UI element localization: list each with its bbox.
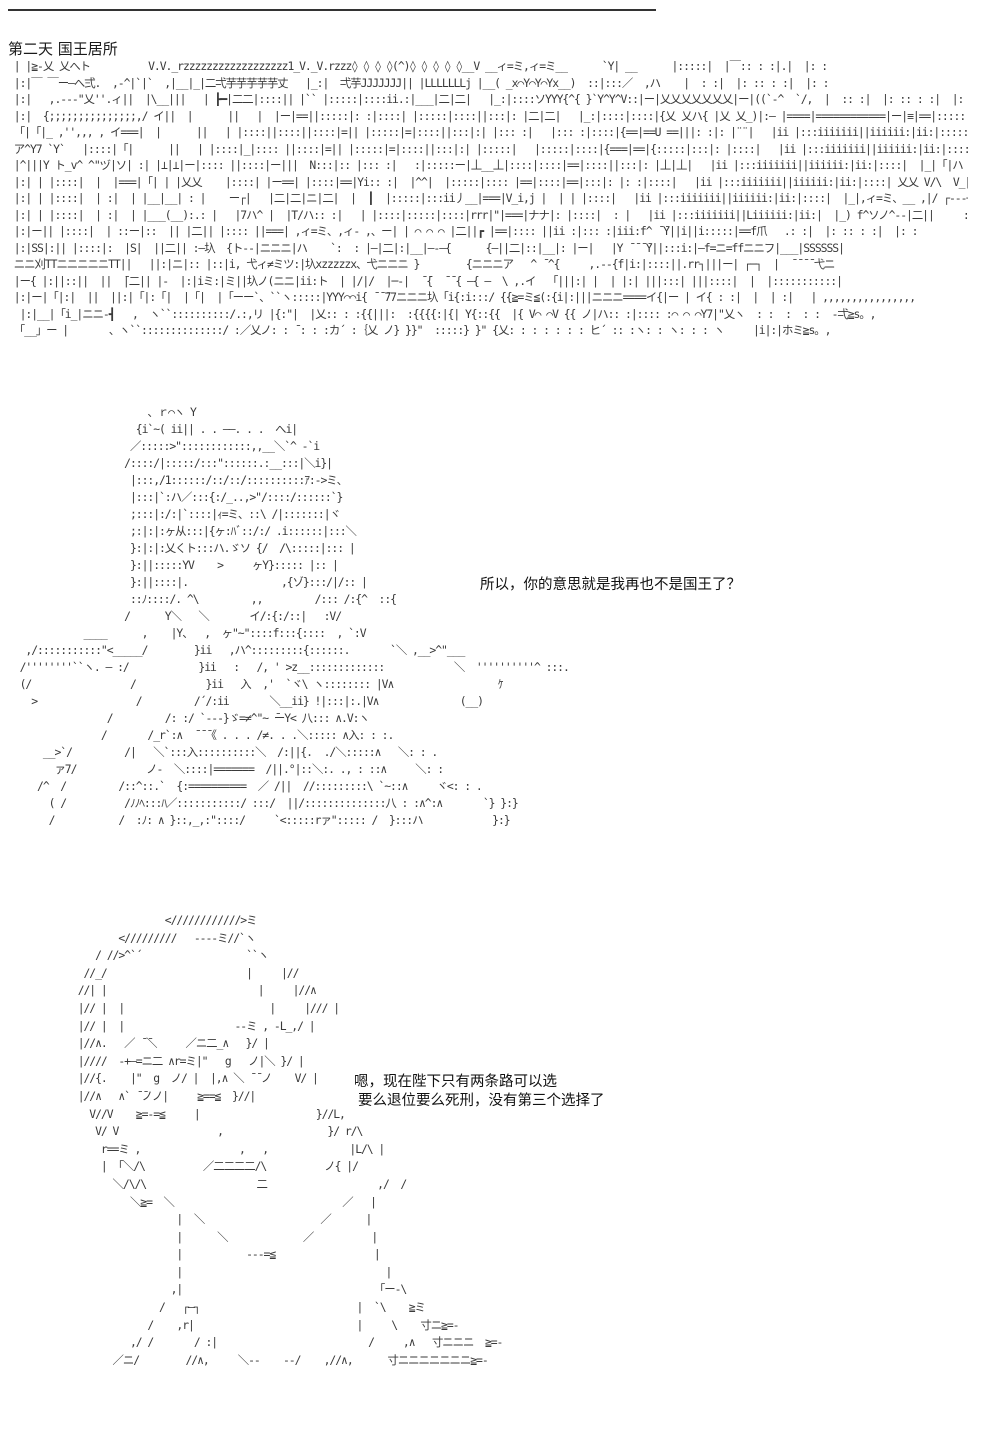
advisor-dialogue-line-1: 嗯，现在陛下只有两条路可以选 [354,1073,557,1091]
castle-ascii-art: | |≧-乂 乂へト V.V._rzzzzzzzzzzzzzzzzzz1_V._… [13,59,968,337]
top-divider-line [8,9,656,11]
scene-title: 第二天 国王居所 [8,40,118,58]
king-dialogue: 所以，你的意思就是我再也不是国王了？ [480,576,741,594]
king-ascii-art: 、ｒ⌒ヽ Y {i`~( ii|| . . ――. . . へi| ／:::::… [19,405,570,827]
advisor-ascii-art: <////////////>ミ <///////// ----ミ//`ヽ / /… [77,913,504,1367]
advisor-dialogue-line-2: 要么退位要么死刑，没有第三个选择了 [358,1092,605,1110]
